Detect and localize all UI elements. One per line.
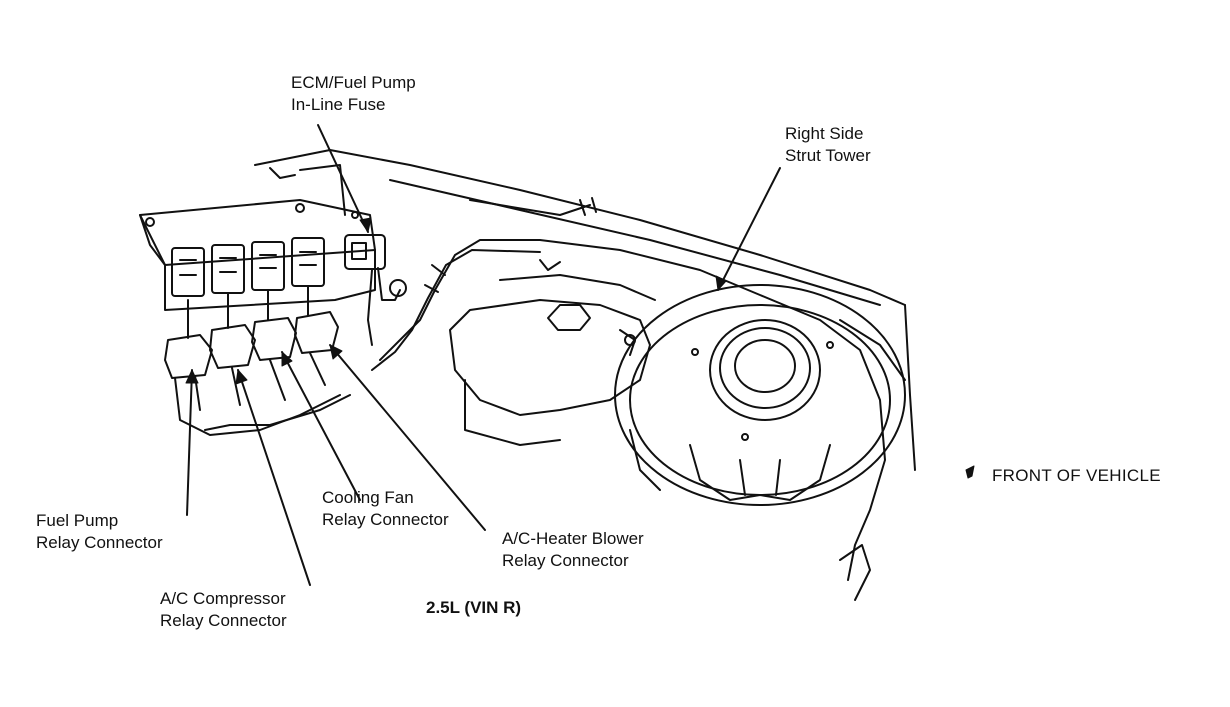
label-blower-relay: A/C-Heater Blower Relay Connector (502, 528, 644, 572)
label-fuel-pump-relay: Fuel Pump Relay Connector (36, 510, 163, 554)
strut-tower (614, 284, 906, 506)
leader-lines (186, 124, 781, 586)
label-ac-compressor-relay-line2: Relay Connector (160, 611, 287, 630)
label-strut-tower-line1: Right Side (785, 124, 864, 143)
front-of-vehicle-label: FRONT OF VEHICLE (992, 466, 1161, 485)
label-cooling-fan-relay-line1: Cooling Fan (322, 488, 414, 507)
engine-components (449, 259, 656, 446)
label-ecm-fuse-line1: ECM/Fuel Pump (291, 73, 416, 92)
label-ac-compressor-relay-line1: A/C Compressor (160, 589, 286, 608)
wiring-harness (371, 239, 886, 601)
label-strut-tower-line2: Strut Tower (785, 146, 871, 165)
label-strut-tower: Right Side Strut Tower (785, 123, 871, 167)
relay-sockets (171, 237, 325, 297)
label-blower-relay-line2: Relay Connector (502, 551, 629, 570)
leader-arrowheads (185, 217, 727, 385)
label-ecm-fuse-line2: In-Line Fuse (291, 95, 386, 114)
label-cooling-fan-relay-line2: Relay Connector (322, 510, 449, 529)
label-fuel-pump-relay-line2: Relay Connector (36, 533, 163, 552)
label-ecm-fuse: ECM/Fuel Pump In-Line Fuse (291, 72, 416, 116)
front-arrow-icon (965, 465, 975, 479)
label-fuel-pump-relay-line1: Fuel Pump (36, 511, 119, 530)
label-cooling-fan-relay: Cooling Fan Relay Connector (322, 487, 449, 531)
inline-fuse-holder (344, 234, 407, 346)
label-ac-compressor-relay: A/C Compressor Relay Connector (160, 588, 287, 632)
engine-caption: 2.5L (VIN R) (426, 598, 522, 617)
fender-outline (254, 149, 916, 471)
label-blower-relay-line1: A/C-Heater Blower (502, 529, 644, 548)
relay-bracket (139, 164, 376, 311)
